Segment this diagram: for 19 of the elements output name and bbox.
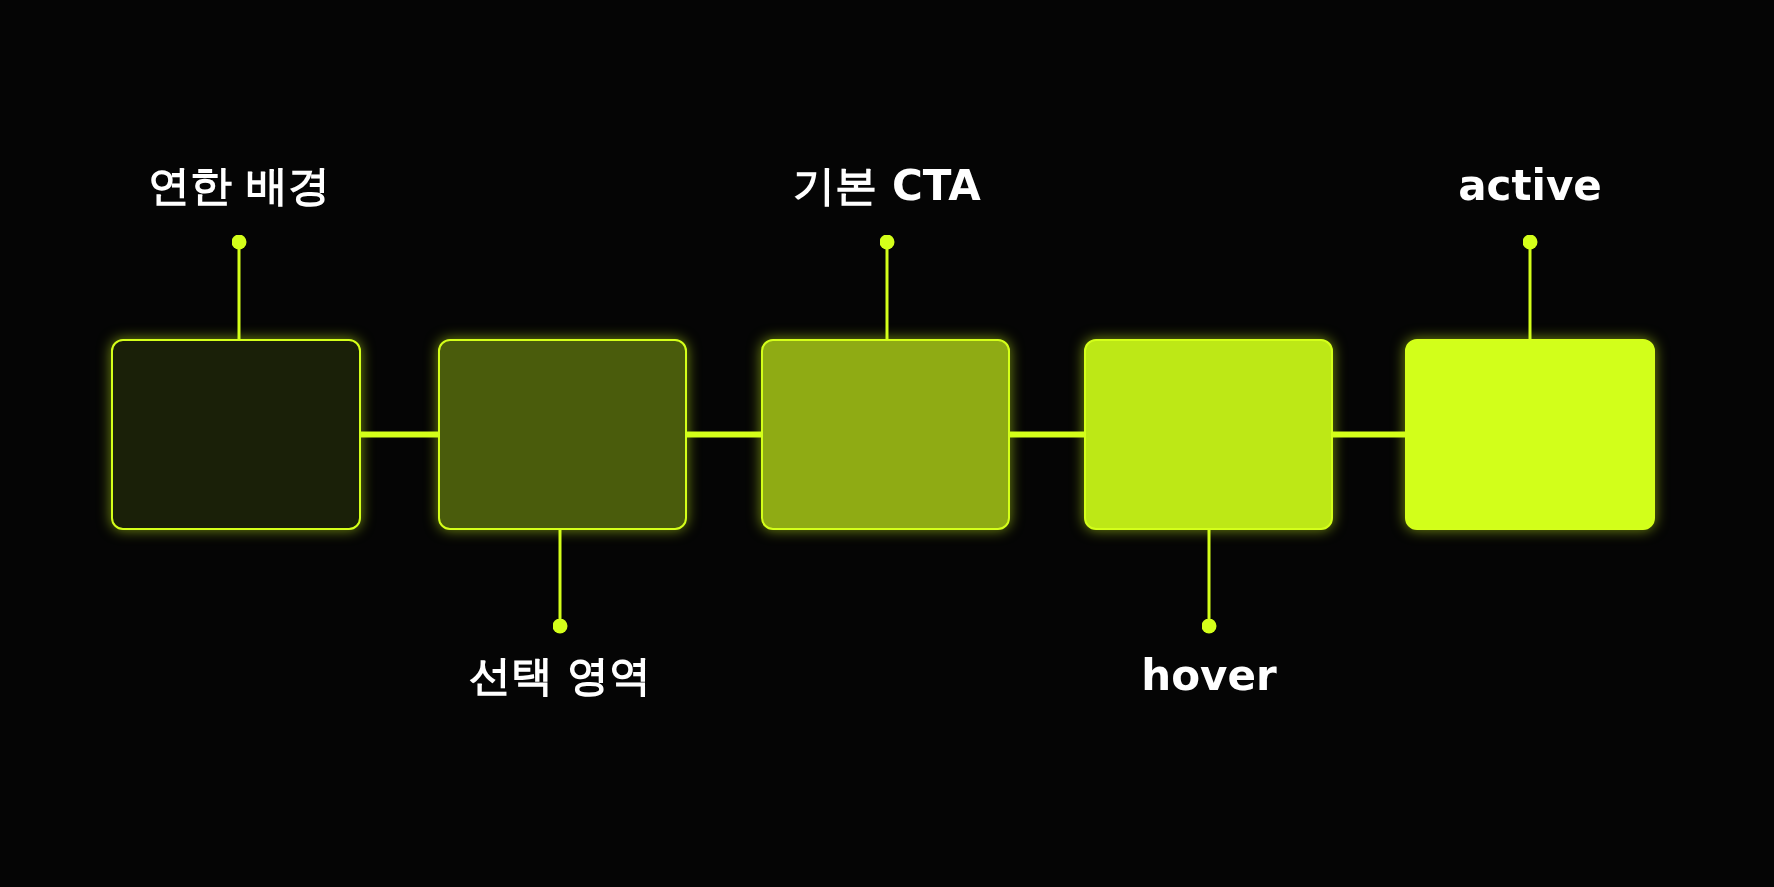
state-label: 연한 배경 (147, 162, 331, 210)
leader-line (552, 530, 568, 634)
connector-line (687, 431, 761, 438)
state-label: 선택 영역 (468, 652, 652, 700)
state-label: 기본 CTA (793, 162, 981, 210)
leader-line (879, 234, 895, 339)
state-label: active (1458, 162, 1602, 210)
connector-line (361, 431, 438, 438)
color-box (761, 339, 1010, 530)
leader-line (231, 234, 247, 339)
leader-line (1522, 234, 1538, 339)
color-box (111, 339, 361, 530)
color-box (438, 339, 687, 530)
color-box (1084, 339, 1333, 530)
leader-line (1201, 530, 1217, 634)
state-label: hover (1141, 652, 1277, 700)
color-box (1405, 339, 1655, 530)
connector-line (1333, 431, 1405, 438)
connector-line (1010, 431, 1084, 438)
